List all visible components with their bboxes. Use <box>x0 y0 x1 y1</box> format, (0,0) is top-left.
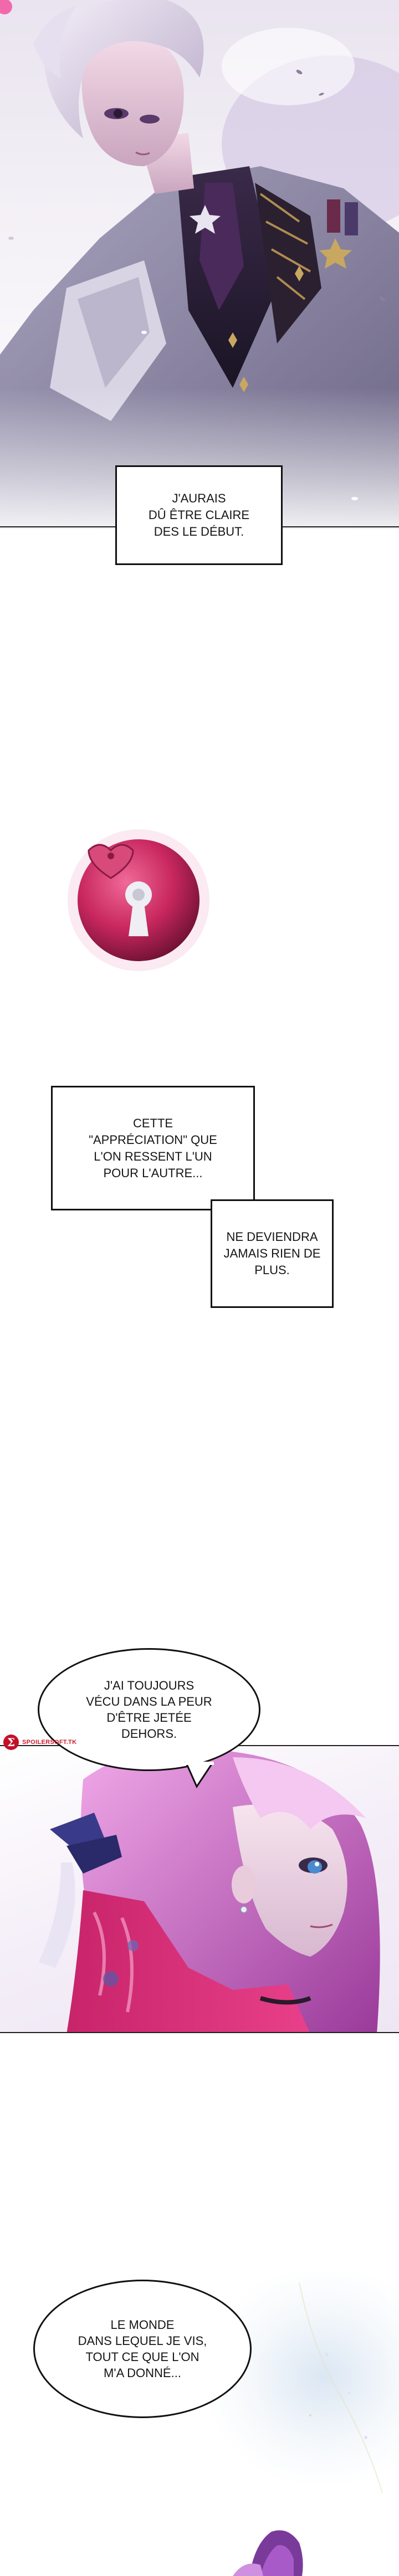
watermark: Σ SPOILERSOFT.TK <box>3 1734 95 1751</box>
speech-bubble-tail <box>185 1762 214 1789</box>
speech-bubble: J'AI TOUJOURS VÉCU DANS LA PEUR D'ÊTRE J… <box>38 1648 260 1771</box>
figure-silhouette <box>233 2530 303 2576</box>
panel-woman <box>0 1745 399 2033</box>
speech-text: LE MONDE DANS LEQUEL JE VIS, TOUT CE QUE… <box>78 2318 207 2380</box>
caption-text: CETTE "APPRÉCIATION" QUE L'ON RESSENT L'… <box>89 1116 217 1180</box>
watermark-text: SPOILERSOFT.TK <box>22 1739 77 1746</box>
speech-bubble: LE MONDE DANS LEQUEL JE VIS, TOUT CE QUE… <box>33 2280 252 2418</box>
heart-lock-icon <box>68 829 209 971</box>
woman-illustration <box>39 1747 380 2032</box>
panel-man-in-uniform <box>0 0 399 529</box>
sparkle-decoration <box>299 2282 383 2493</box>
caption-text: J'AURAIS DÛ ÊTRE CLAIRE DES LE DÉBUT. <box>148 491 250 538</box>
caption-box: NE DEVIENDRA JAMAIS RIEN DE PLUS. <box>211 1199 334 1308</box>
caption-box: CETTE "APPRÉCIATION" QUE L'ON RESSENT L'… <box>51 1086 255 1210</box>
watermark-logo-icon: Σ <box>3 1735 19 1750</box>
caption-text: NE DEVIENDRA JAMAIS RIEN DE PLUS. <box>223 1230 321 1277</box>
speech-text: J'AI TOUJOURS VÉCU DANS LA PEUR D'ÊTRE J… <box>86 1679 212 1741</box>
heart-lock-illustration <box>55 817 222 972</box>
caption-box: J'AURAIS DÛ ÊTRE CLAIRE DES LE DÉBUT. <box>115 465 283 565</box>
